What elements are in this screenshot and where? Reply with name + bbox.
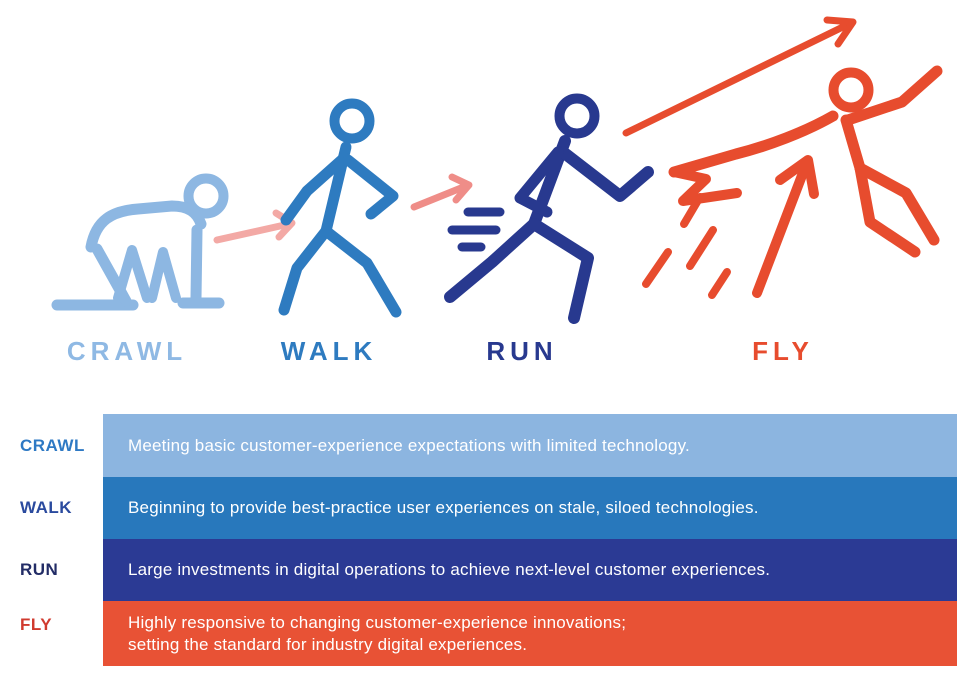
legend-row-fly: FLY Highly responsive to changing custom… — [0, 601, 974, 666]
legend-row-walk: WALK Beginning to provide best-practice … — [0, 477, 974, 539]
stage-legend-table: CRAWL Meeting basic customer-experience … — [0, 414, 974, 666]
stage-label-walk: WALK — [280, 336, 378, 366]
legend-label-run: RUN — [20, 560, 59, 579]
legend-label-fly: FLY — [20, 615, 53, 634]
legend-row-run: RUN Large investments in digital operati… — [0, 539, 974, 601]
stage-label-crawl: CRAWL — [66, 336, 188, 366]
legend-description-walk: Beginning to provide best-practice user … — [128, 498, 759, 517]
crawling-person-icon — [51, 173, 229, 311]
walking-person-icon — [278, 98, 402, 318]
flying-superhero-icon — [642, 65, 943, 299]
walk-to-run-arrow-icon — [410, 173, 473, 211]
stage-figures-illustration — [51, 16, 943, 324]
legend-description-run: Large investments in digital operations … — [128, 560, 771, 579]
legend-bar-crawl: Meeting basic customer-experience expect… — [103, 414, 957, 477]
legend-label-crawl: CRAWL — [20, 435, 85, 455]
legend-description-crawl: Meeting basic customer-experience expect… — [128, 435, 690, 455]
crawl-to-walk-arrow-icon — [213, 209, 296, 244]
stage-label-run: RUN — [486, 336, 558, 366]
stage-label-fly: FLY — [752, 336, 814, 366]
legend-bar-walk: Beginning to provide best-practice user … — [103, 477, 957, 539]
legend-bar-fly: Highly responsive to changing customer-e… — [103, 601, 957, 666]
running-person-icon — [444, 93, 654, 324]
legend-row-crawl: CRAWL Meeting basic customer-experience … — [0, 414, 974, 477]
growth-arrow-icon — [622, 16, 857, 137]
legend-description-fly: Highly responsive to changing customer-e… — [128, 612, 627, 654]
legend-bar-run: Large investments in digital operations … — [103, 539, 957, 601]
legend-label-walk: WALK — [20, 498, 73, 517]
